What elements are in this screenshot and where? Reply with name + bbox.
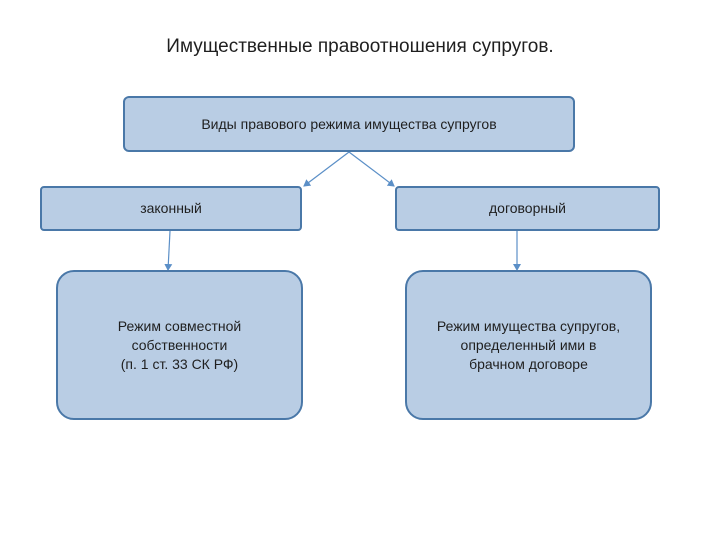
node-marriage-contract-regime-label: Режим имущества супругов, определенный и… <box>436 317 621 372</box>
connector-root-to-legal <box>303 151 350 187</box>
node-legal: законный <box>40 186 302 231</box>
node-marriage-contract-regime: Режим имущества супругов, определенный и… <box>405 270 652 420</box>
node-contractual-label: договорный <box>488 200 566 216</box>
node-legal-regime-types-label: Виды правового режима имущества супругов <box>201 115 497 132</box>
diagram-title: Имущественные правоотношения супругов. <box>166 36 554 57</box>
connector-legal-to-joint <box>164 230 173 271</box>
node-legal-label: законный <box>140 200 202 216</box>
node-legal-regime-types: Виды правового режима имущества супругов <box>123 96 575 152</box>
node-joint-ownership: Режим совместной собственности (п. 1 ст.… <box>56 270 303 420</box>
node-joint-ownership-label: Режим совместной собственности (п. 1 ст.… <box>117 317 242 372</box>
node-contractual: договорный <box>395 186 660 231</box>
connector-root-to-contract <box>348 151 395 187</box>
